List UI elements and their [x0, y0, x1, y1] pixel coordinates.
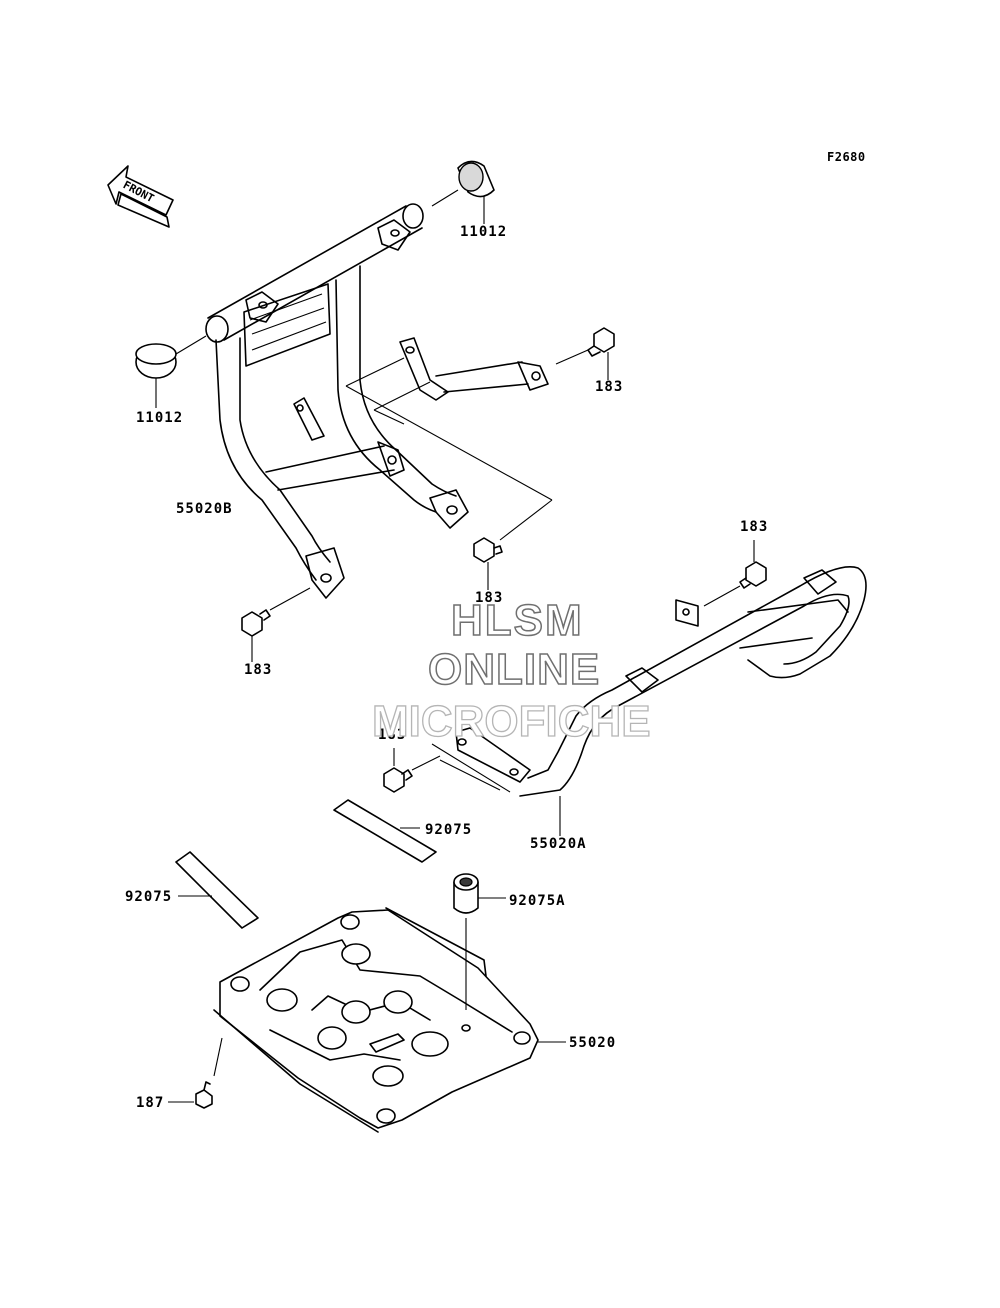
skid-plate-drawing	[213, 907, 566, 1133]
part-label-bolt-left: 183	[244, 662, 273, 678]
part-label-bolt-mid: 183	[378, 727, 407, 743]
watermark-line-3: MICROFICHE	[371, 696, 651, 746]
cap-top-drawing	[431, 160, 495, 224]
pad-upper-drawing	[333, 799, 437, 863]
part-label-bolt-right-upper: 183	[595, 379, 624, 395]
damper-drawing	[453, 873, 506, 1010]
bolt-mid-icon	[383, 748, 441, 793]
bolt-center-icon	[473, 537, 503, 590]
bolt-bottom-icon	[168, 1037, 223, 1109]
part-label-pad-left: 92075	[125, 889, 173, 905]
frame-a-drawing	[431, 566, 867, 836]
part-label-bolt-center: 183	[475, 590, 504, 606]
part-label-skid-plate: 55020	[569, 1035, 617, 1051]
pad-left-drawing	[175, 851, 259, 929]
part-label-frame-a: 55020A	[530, 836, 587, 852]
figure-code: F2680	[827, 150, 866, 164]
part-label-cap-top: 11012	[460, 224, 508, 240]
watermark-line-2: ONLINE	[427, 644, 601, 695]
part-label-bolt-right-lower: 183	[740, 519, 769, 535]
watermark-line-1: HLSM	[450, 595, 584, 646]
part-label-pad-upper: 92075	[425, 822, 473, 838]
cap-left-drawing	[135, 335, 207, 408]
part-label-frame-b: 55020B	[176, 501, 233, 517]
bolt-right-lower-icon	[703, 540, 767, 607]
part-label-damper: 92075A	[509, 893, 566, 909]
part-label-bolt-bottom: 187	[136, 1095, 165, 1111]
bolt-left-icon	[241, 587, 311, 662]
front-arrow-icon: FRONT	[107, 165, 174, 228]
frame-b-drawing	[205, 203, 553, 599]
part-label-cap-left: 11012	[136, 410, 184, 426]
bolt-right-upper-icon	[555, 327, 615, 380]
